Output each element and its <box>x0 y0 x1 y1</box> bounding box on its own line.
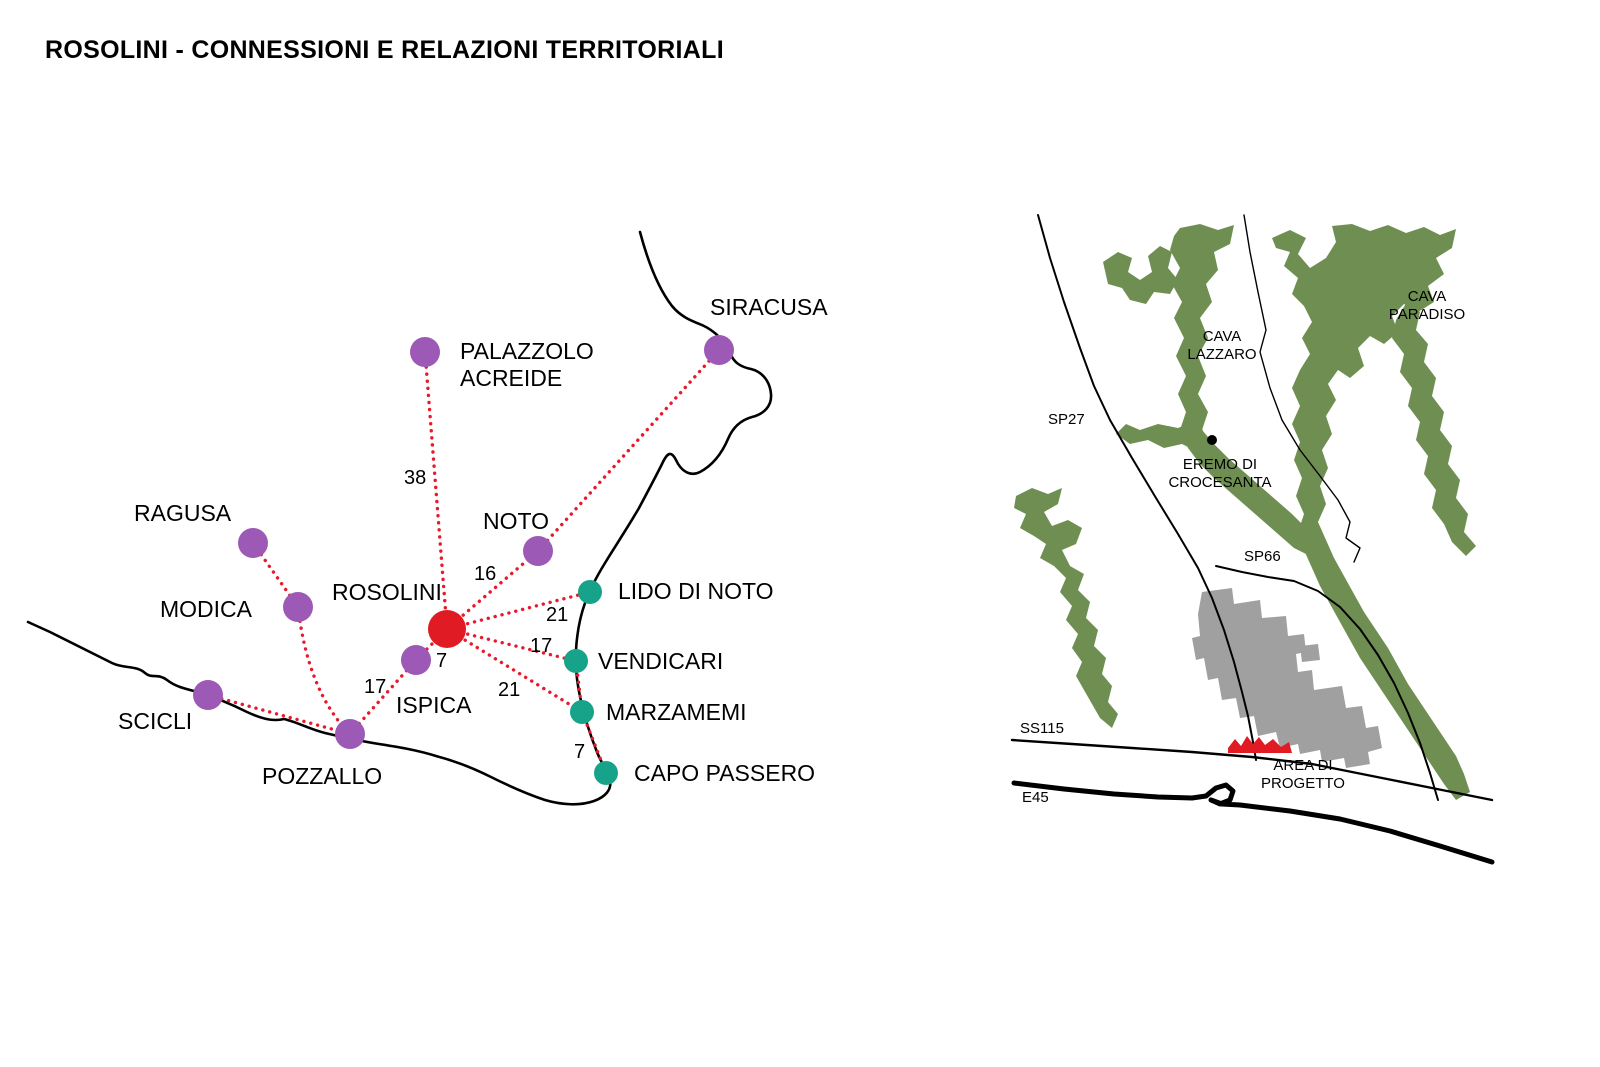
road-sp66 <box>1215 565 1439 801</box>
label-area-progetto-line1: AREA DI <box>1273 757 1332 774</box>
boundary-line <box>1243 214 1361 563</box>
label-cava-lazzaro-line2: LAZZARO <box>1187 346 1256 363</box>
node-siracusa <box>704 335 734 365</box>
distance-rosolini-lido: 21 <box>546 604 568 626</box>
node-modica <box>283 592 313 622</box>
label-palazzolo-line2: ACREIDE <box>460 365 562 391</box>
label-road-sp27: SP27 <box>1048 411 1085 428</box>
label-modica: MODICA <box>160 596 253 622</box>
label-area-progetto-line2: PROGETTO <box>1261 775 1345 792</box>
node-scicli <box>193 680 223 710</box>
green-area-cava-lazzaro-top <box>1103 246 1178 304</box>
distance-rosolini-noto: 16 <box>474 563 496 585</box>
page-title: ROSOLINI - CONNESSIONI E RELAZIONI TERRI… <box>45 36 724 64</box>
node-ispica <box>401 645 431 675</box>
node-vendicari <box>564 649 588 673</box>
distance-ispica-pozzallo: 17 <box>364 676 386 698</box>
distance-marzamemi-capo: 7 <box>574 741 585 763</box>
node-noto <box>523 536 553 566</box>
distance-rosolini-ispica: 7 <box>436 650 447 672</box>
node-palazzolo-acreide <box>410 337 440 367</box>
label-vendicari: VENDICARI <box>598 648 723 674</box>
project-area-marker <box>1228 736 1292 753</box>
label-ispica: ISPICA <box>396 692 472 718</box>
node-lido-di-noto <box>578 580 602 604</box>
label-cava-paradiso-line1: CAVA <box>1408 288 1447 305</box>
label-capo-passero: CAPO PASSERO <box>634 760 815 786</box>
edge-scicli-pozzallo <box>206 693 352 736</box>
label-pozzallo: POZZALLO <box>262 763 382 789</box>
label-scicli: SCICLI <box>118 708 192 734</box>
edge-rosolini-vendicari <box>445 627 578 663</box>
label-eremo-line2: CROCESANTA <box>1168 474 1271 491</box>
label-siracusa: SIRACUSA <box>710 294 828 320</box>
node-ragusa <box>238 528 268 558</box>
urban-block-detached <box>1300 644 1320 662</box>
label-marzamemi: MARZAMEMI <box>606 699 747 725</box>
edge-modica-pozzallo <box>296 605 352 736</box>
urban-area-rosolini <box>1192 588 1382 768</box>
distance-rosolini-marzamemi: 21 <box>498 679 520 701</box>
distance-rosolini-palazzolo: 38 <box>404 467 426 489</box>
edge-ispica-pozzallo <box>348 658 418 736</box>
node-rosolini <box>428 610 466 648</box>
node-marzamemi <box>570 700 594 724</box>
label-lido-di-noto: LIDO DI NOTO <box>618 578 774 604</box>
green-area-west-valley <box>1014 488 1118 728</box>
label-ragusa: RAGUSA <box>134 500 232 526</box>
green-area-cava-lazzaro-main <box>1170 224 1318 556</box>
distance-rosolini-vendicari: 17 <box>530 635 552 657</box>
edge-noto-siracusa <box>536 348 721 553</box>
label-road-ss115: SS115 <box>1020 720 1064 737</box>
label-noto: NOTO <box>483 508 549 534</box>
label-road-sp66: SP66 <box>1244 548 1281 565</box>
green-area-cava-paradiso-main <box>1272 224 1470 800</box>
label-cava-paradiso-line2: PARADISO <box>1389 306 1465 323</box>
node-capo-passero <box>594 761 618 785</box>
road-ss115 <box>1010 738 1494 802</box>
eremo-poi-dot <box>1207 435 1217 445</box>
label-palazzolo-line1: PALAZZOLO <box>460 338 594 364</box>
road-e45 <box>1011 780 1495 865</box>
label-cava-lazzaro-line1: CAVA <box>1203 328 1242 345</box>
edge-rosolini-marzamemi <box>445 627 584 714</box>
road-sp27 <box>1037 214 1257 761</box>
label-road-e45: E45 <box>1022 789 1049 806</box>
green-area-cava-paradiso-branch <box>1392 300 1476 556</box>
label-eremo-line1: EREMO DI <box>1183 456 1257 473</box>
label-rosolini: ROSOLINI <box>332 579 442 605</box>
green-area-cava-lazzaro-spur <box>1116 420 1208 452</box>
node-pozzallo <box>335 719 365 749</box>
edge-rosolini-noto <box>445 549 540 631</box>
